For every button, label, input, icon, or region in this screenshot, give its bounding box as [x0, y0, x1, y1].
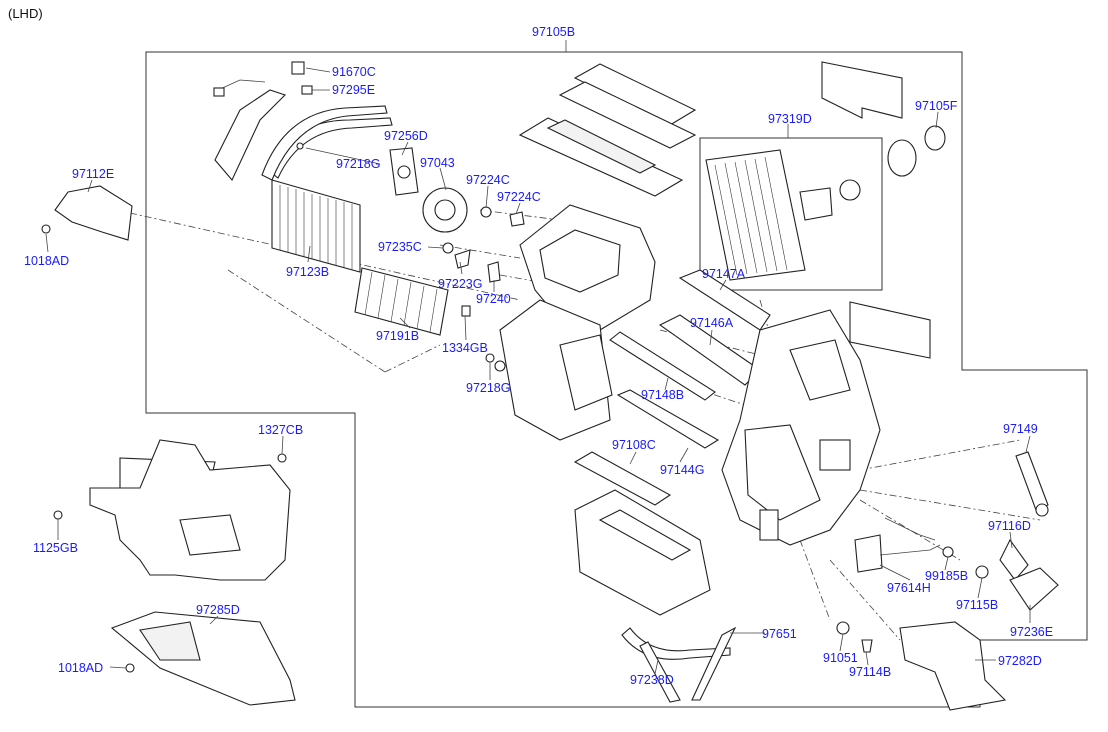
- seals: [821, 61, 946, 359]
- lower-case: [721, 309, 881, 546]
- label-97282D[interactable]: 97282D: [998, 654, 1042, 668]
- label-97235C[interactable]: 97235C: [378, 240, 422, 254]
- label-97149[interactable]: 97149: [1003, 422, 1038, 436]
- variant-label: (LHD): [8, 6, 43, 21]
- label-97218G-b[interactable]: 97218G: [466, 381, 510, 395]
- label-97651[interactable]: 97651: [762, 627, 797, 641]
- label-91670C[interactable]: 91670C: [332, 65, 376, 79]
- label-97218G-a[interactable]: 97218G: [336, 157, 380, 171]
- label-97256D[interactable]: 97256D: [384, 129, 428, 143]
- label-97108C[interactable]: 97108C: [612, 438, 656, 452]
- upper-case: [499, 204, 656, 441]
- label-97285D[interactable]: 97285D: [196, 603, 240, 617]
- doors: [609, 269, 771, 449]
- label-97123B[interactable]: 97123B: [286, 265, 329, 279]
- label-97224C-a[interactable]: 97224C: [466, 173, 510, 187]
- label-91051[interactable]: 91051: [823, 651, 858, 665]
- ptc-heater: [354, 267, 449, 336]
- label-97224C-b[interactable]: 97224C: [497, 190, 541, 204]
- label-97295E[interactable]: 97295E: [332, 83, 375, 97]
- label-97146A[interactable]: 97146A: [690, 316, 734, 330]
- label-97319D[interactable]: 97319D: [768, 112, 812, 126]
- label-1018AD-b[interactable]: 1018AD: [58, 661, 103, 675]
- label-97114B[interactable]: 97114B: [849, 665, 891, 679]
- cover-97285D: [110, 611, 296, 706]
- label-1018AD-a[interactable]: 1018AD: [24, 254, 69, 268]
- label-97236E[interactable]: 97236E: [1010, 625, 1053, 639]
- actuators: [296, 142, 525, 372]
- label-97614H[interactable]: 97614H: [887, 581, 931, 595]
- label-1125GB[interactable]: 1125GB: [33, 541, 78, 555]
- hose-97149: [1015, 451, 1049, 511]
- label-97116D[interactable]: 97116D: [988, 519, 1031, 533]
- duct-97282D: [836, 621, 1007, 711]
- heater-core: [271, 179, 361, 273]
- label-97112E[interactable]: 97112E: [72, 167, 114, 181]
- label-97105F[interactable]: 97105F: [915, 99, 958, 113]
- sensors-actuators: [854, 517, 1059, 611]
- part-labels: 97105B 91670C 97295E 97256D 97218G 97043…: [24, 25, 1053, 687]
- label-97043[interactable]: 97043: [420, 156, 455, 170]
- clip-97295E: [301, 85, 313, 95]
- left-housing: [53, 439, 291, 581]
- label-97191B[interactable]: 97191B: [376, 329, 419, 343]
- label-97105B[interactable]: 97105B: [532, 25, 575, 39]
- evaporator: [705, 149, 861, 281]
- label-99185B[interactable]: 99185B: [925, 569, 968, 583]
- air-filters: [518, 63, 697, 197]
- clip-91670C: [291, 61, 305, 75]
- label-1327CB[interactable]: 1327CB: [258, 423, 303, 437]
- leader-lines: [45, 67, 1031, 675]
- blower-case-97112E: [41, 185, 133, 241]
- lower-parts: [573, 451, 737, 703]
- label-97147A[interactable]: 97147A: [702, 267, 746, 281]
- label-97144G[interactable]: 97144G: [660, 463, 704, 477]
- heater-pipes: [213, 61, 393, 182]
- label-97240[interactable]: 97240: [476, 292, 511, 306]
- label-97115B[interactable]: 97115B: [956, 598, 998, 612]
- evaporator-box: [699, 137, 883, 291]
- label-97223G[interactable]: 97223G: [438, 277, 482, 291]
- label-97148B[interactable]: 97148B: [641, 388, 684, 402]
- label-1334GB[interactable]: 1334GB: [442, 341, 488, 355]
- label-97238D[interactable]: 97238D: [630, 673, 674, 687]
